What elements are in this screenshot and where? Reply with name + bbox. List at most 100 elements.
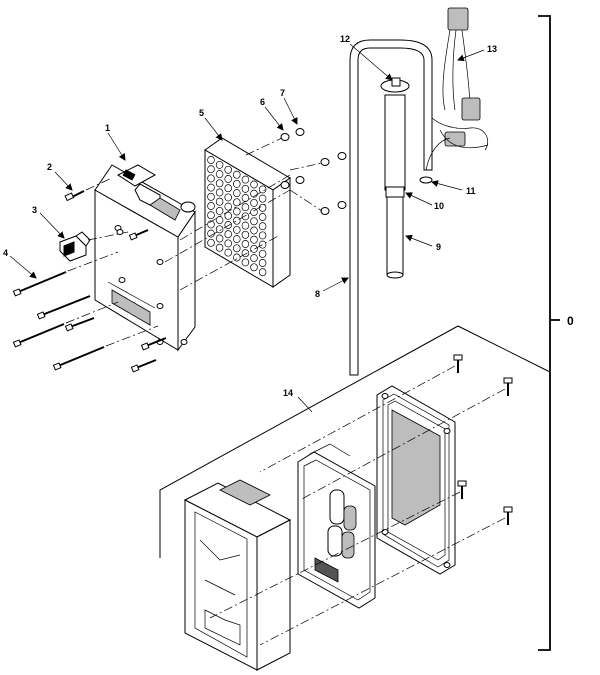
wire-harness [425, 7, 489, 171]
heat-sink-fin [207, 156, 215, 164]
enclosure-base [183, 479, 292, 671]
heat-sink-fin [258, 194, 267, 203]
heat-sink-fin [233, 189, 241, 198]
cover-plate [376, 385, 456, 575]
heat-sink-fin [241, 258, 250, 267]
heat-sink-fin [241, 203, 250, 212]
heat-sink-fin [224, 175, 232, 183]
heat-sink-fin [207, 183, 215, 192]
heat-sink-fin [224, 202, 232, 211]
heat-sink-fin [207, 211, 215, 220]
long-screws-4 [12, 229, 167, 373]
heat-sink-fin [258, 222, 267, 231]
heat-sink-fin [250, 198, 258, 207]
heat-sink-fin [241, 194, 250, 202]
ring-terminal [419, 176, 433, 184]
heat-sink-fin [241, 230, 250, 239]
heat-sink-fin [215, 234, 224, 243]
heat-sink-fin [250, 180, 258, 189]
heat-sink-fin [207, 192, 215, 201]
heat-sink-fin [258, 249, 267, 258]
heat-sink-fin [233, 207, 241, 216]
heat-sink-fin [215, 160, 224, 169]
heat-sink-fin [258, 259, 267, 267]
callout-11: 11 [466, 186, 476, 196]
callout-5: 5 [199, 108, 204, 118]
heat-sink-fin [258, 231, 267, 240]
heat-sink-fin [207, 202, 215, 210]
heat-sink [204, 137, 291, 288]
cover-screws [209, 354, 513, 646]
heat-sink-fin [233, 235, 241, 244]
switch-connector [59, 229, 129, 262]
heat-sink-fin [233, 179, 241, 188]
leader-lines [9, 43, 485, 413]
callout-8: 8 [315, 289, 320, 299]
callout-7: 7 [280, 88, 285, 98]
heat-sink-fin [224, 184, 232, 193]
heat-sink-fin [250, 254, 258, 263]
heat-sink-fin [224, 221, 232, 229]
heat-sink-fin [215, 197, 224, 206]
heat-sink-fin [233, 244, 241, 253]
heat-sink-fin [241, 240, 250, 248]
heat-sink-fin [258, 203, 267, 212]
heat-sink-fin [224, 239, 232, 248]
heat-sink-fin [215, 225, 224, 234]
heat-sink-fin [215, 206, 224, 215]
heat-sink-fin [258, 213, 267, 221]
heat-sink-fin [224, 165, 232, 174]
heat-sink-fin [215, 188, 224, 197]
callout-2: 2 [47, 162, 52, 172]
item-14-group-outline [159, 325, 551, 558]
heat-sink-fin [258, 185, 267, 194]
heat-sink-fin [233, 253, 241, 262]
callout-9: 9 [436, 242, 441, 252]
heat-sink-fin [250, 226, 258, 235]
clamp [380, 77, 410, 93]
heat-sink-fin [258, 240, 267, 249]
heat-sink-fin [241, 184, 250, 193]
callout-assembly: 0 [567, 314, 574, 328]
heat-sink-fin [250, 263, 258, 272]
circuit-board [297, 443, 376, 609]
callout-13: 13 [487, 44, 497, 54]
heat-sink-fin [250, 244, 258, 253]
heat-sink-fin [241, 175, 250, 184]
heat-sink-fin [241, 212, 250, 221]
callout-12: 12 [340, 34, 350, 44]
screw-2 [64, 177, 113, 202]
heat-sink-fin [215, 170, 224, 179]
callout-6: 6 [260, 97, 265, 107]
heat-sink-fin [241, 221, 250, 230]
heat-sink-fin [207, 174, 215, 183]
heat-sink-fin [258, 268, 267, 277]
heat-sink-fin [250, 217, 258, 226]
heat-sink-fin [224, 248, 232, 257]
hose [349, 39, 433, 376]
heat-sink-fin [215, 179, 224, 188]
heat-sink-fin [215, 216, 224, 225]
heat-sink-fins [207, 156, 267, 277]
heat-sink-fin [215, 243, 224, 252]
heat-sink-fin [250, 208, 258, 217]
callout-4: 4 [3, 248, 8, 258]
heat-sink-fin [224, 211, 232, 220]
washers-nuts [245, 128, 347, 215]
callout-3: 3 [32, 205, 37, 215]
callout-10: 10 [434, 201, 444, 211]
tube [384, 94, 406, 279]
assembly-bracket [538, 15, 560, 651]
callout-14: 14 [283, 388, 293, 398]
heat-sink-fin [250, 235, 258, 244]
heat-sink-fin [224, 193, 232, 202]
heat-sink-fin [207, 238, 215, 247]
heat-sink-fin [233, 225, 241, 234]
heat-sink-fin [224, 230, 232, 239]
callout-1: 1 [105, 123, 110, 133]
heat-sink-fin [233, 216, 241, 225]
heat-sink-fin [207, 229, 215, 238]
heat-sink-fin [233, 170, 241, 179]
heat-sink-fin [207, 165, 215, 174]
